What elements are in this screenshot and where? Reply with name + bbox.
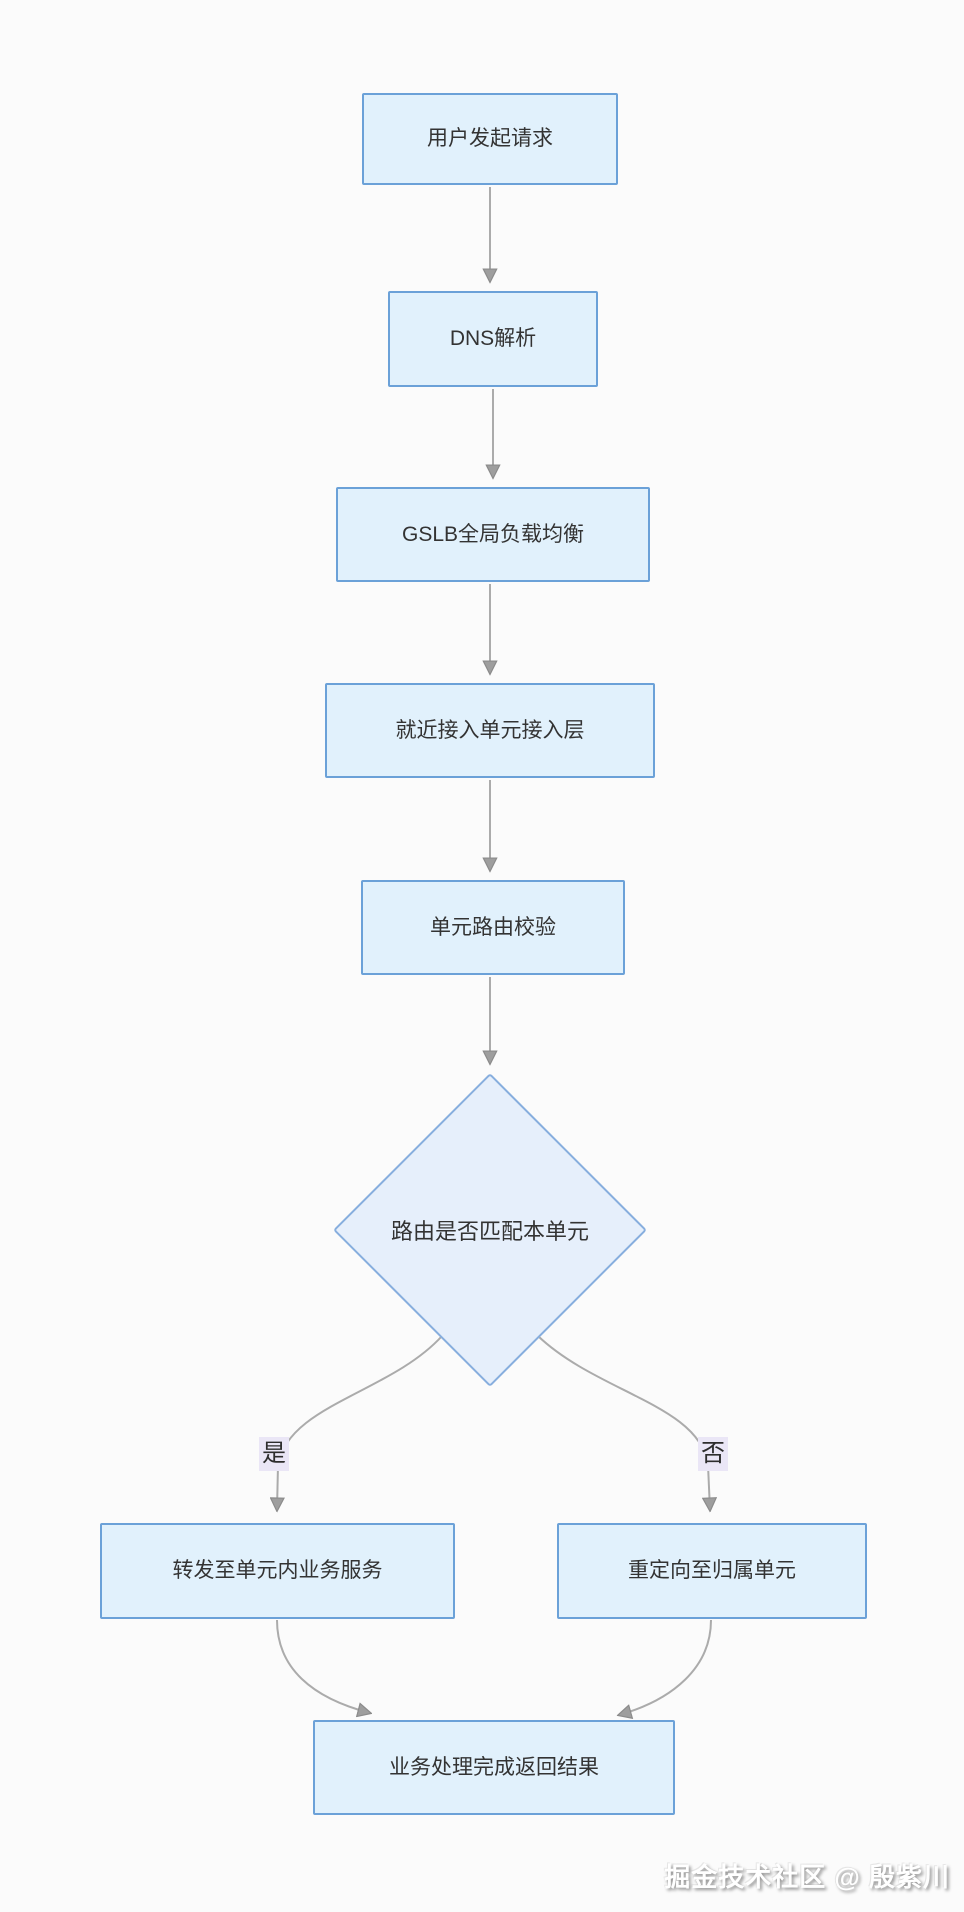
edge-redirect-result: [619, 1619, 712, 1715]
node-redirect-home-unit: 重定向至归属单元: [557, 1523, 867, 1619]
edge-forward-result: [276, 1619, 370, 1713]
node-unit-route-check: 单元路由校验: [361, 880, 625, 975]
node-user-request: 用户发起请求: [362, 93, 618, 185]
node-decision-route-match: 路由是否匹配本单元: [333, 1073, 647, 1387]
node-nearest-access-layer: 就近接入单元接入层: [325, 683, 655, 778]
decision-label: 路由是否匹配本单元: [390, 1219, 589, 1244]
node-gslb-load-balancing: GSLB全局负载均衡: [336, 487, 650, 582]
node-dns-resolution: DNS解析: [388, 291, 598, 387]
watermark-text: 掘金技术社区 @ 殷紫川: [664, 1862, 950, 1892]
branch-label-yes: 是: [259, 1437, 289, 1472]
node-return-result: 业务处理完成返回结果: [313, 1720, 675, 1815]
branch-label-no: 否: [698, 1437, 728, 1472]
node-forward-in-unit: 转发至单元内业务服务: [100, 1523, 455, 1619]
